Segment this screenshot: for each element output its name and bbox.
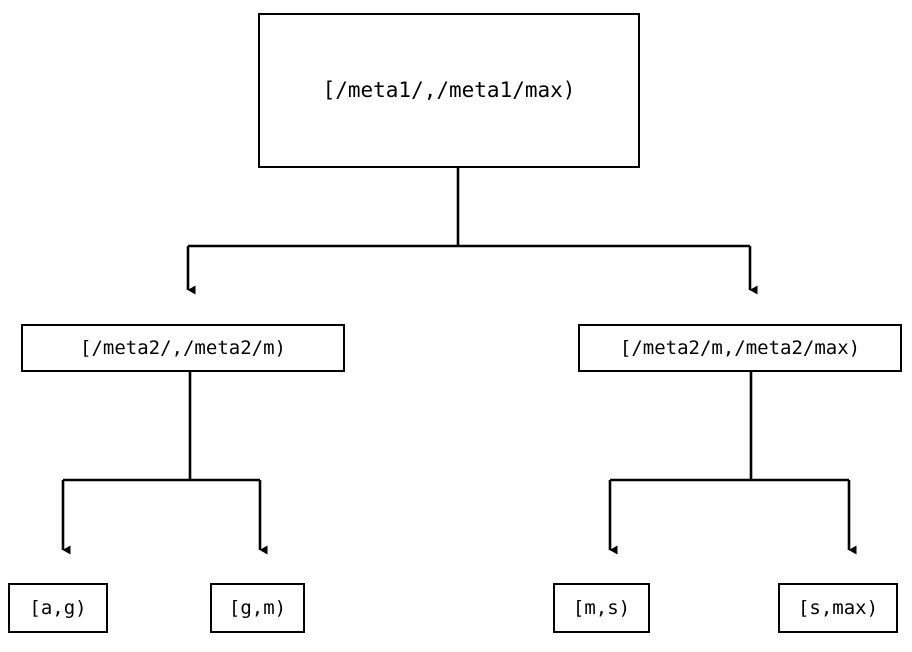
node-leaf-g-m-label: [g,m) bbox=[228, 596, 287, 619]
node-leaf-g-m[interactable]: [g,m) bbox=[210, 583, 305, 633]
node-mid-left-label: [/meta2/,/meta2/m) bbox=[80, 336, 286, 359]
node-leaf-s-max[interactable]: [s,max) bbox=[778, 583, 898, 633]
node-mid-left[interactable]: [/meta2/,/meta2/m) bbox=[21, 324, 345, 372]
node-leaf-s-max-label: [s,max) bbox=[797, 596, 879, 619]
node-root[interactable]: [/meta1/,/meta1/max) bbox=[258, 13, 640, 168]
node-leaf-a-g-label: [a,g) bbox=[29, 596, 87, 619]
node-leaf-m-s[interactable]: [m,s) bbox=[553, 583, 650, 633]
node-leaf-a-g[interactable]: [a,g) bbox=[8, 583, 108, 633]
node-leaf-m-s-label: [m,s) bbox=[572, 596, 631, 619]
node-mid-right[interactable]: [/meta2/m,/meta2/max) bbox=[578, 324, 902, 372]
node-root-label: [/meta1/,/meta1/max) bbox=[322, 78, 576, 102]
node-mid-right-label: [/meta2/m,/meta2/max) bbox=[619, 336, 861, 359]
